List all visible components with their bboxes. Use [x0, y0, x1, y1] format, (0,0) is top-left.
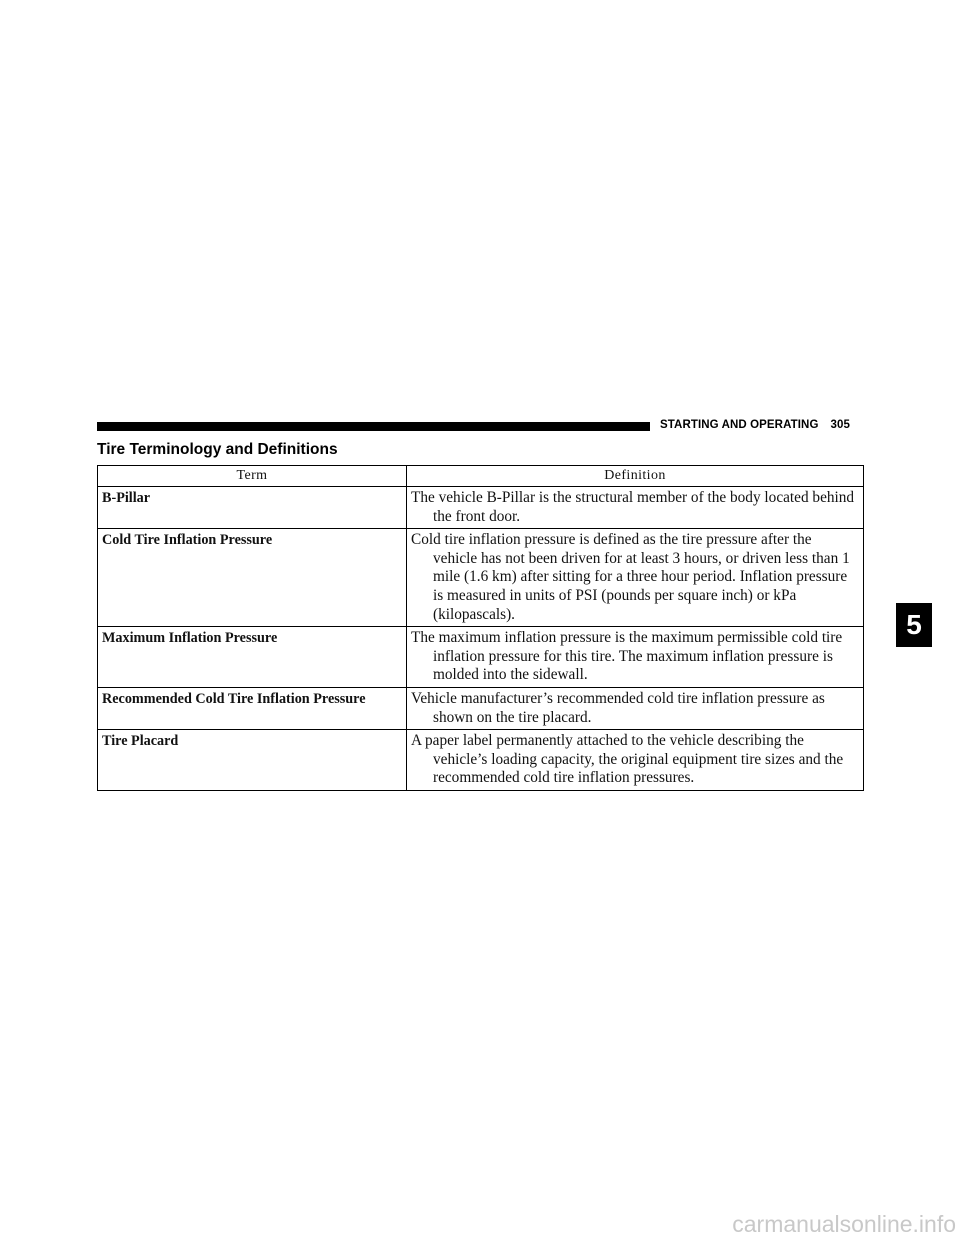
definition-text: Cold tire inflation pressure is defined … — [411, 531, 850, 623]
definition-cell: A paper label permanently attached to th… — [406, 729, 864, 791]
table-row: Maximum Inflation Pressure The maximum i… — [97, 626, 864, 688]
table-row: Tire Placard A paper label permanently a… — [97, 729, 864, 791]
running-head: STARTING AND OPERATING 305 — [660, 419, 850, 431]
table-row: Cold Tire Inflation Pressure Cold tire i… — [97, 528, 864, 628]
term-cell: Tire Placard — [97, 729, 407, 791]
definition-cell: The vehicle B-Pillar is the structural m… — [406, 485, 864, 530]
table-row: Recommended Cold Tire Inflation Pressure… — [97, 686, 864, 731]
column-header-definition: Definition — [406, 465, 864, 487]
chapter-tab: 5 — [896, 603, 932, 647]
column-header-term: Term — [97, 465, 407, 487]
term-cell: Maximum Inflation Pressure — [97, 626, 407, 688]
definition-text: The maximum inflation pressure is the ma… — [411, 629, 843, 684]
definition-text: Vehicle manufacturer’s recommended cold … — [411, 689, 825, 726]
watermark: carmanualsonline.info — [732, 1211, 956, 1237]
term-cell: Recommended Cold Tire Inflation Pressure — [97, 686, 407, 731]
definition-cell: Cold tire inflation pressure is defined … — [406, 528, 864, 628]
table-header-row: Term Definition — [97, 465, 864, 487]
running-head-section: STARTING AND OPERATING — [660, 419, 819, 431]
term-cell: Cold Tire Inflation Pressure — [97, 528, 407, 628]
page-number: 305 — [830, 419, 851, 431]
header-rule — [97, 422, 650, 431]
table-row: B-Pillar The vehicle B-Pillar is the str… — [97, 485, 864, 530]
definition-cell: The maximum inflation pressure is the ma… — [406, 626, 864, 688]
section-title: Tire Terminology and Definitions — [97, 441, 338, 458]
definition-text: A paper label permanently attached to th… — [411, 732, 844, 787]
definition-cell: Vehicle manufacturer’s recommended cold … — [406, 686, 864, 731]
term-cell: B-Pillar — [97, 485, 407, 530]
chapter-number: 5 — [906, 609, 922, 640]
definition-text: The vehicle B-Pillar is the structural m… — [411, 489, 855, 525]
definitions-table: Term Definition B-Pillar The vehicle B-P… — [97, 465, 864, 791]
